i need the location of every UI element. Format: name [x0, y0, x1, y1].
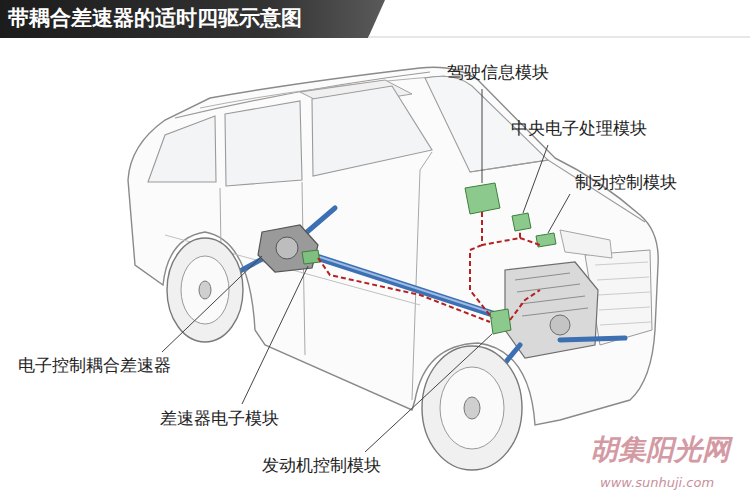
front-door-window	[312, 86, 432, 176]
part-label: 电子控制耦合差速器	[18, 355, 171, 375]
rear-door-window	[225, 101, 302, 186]
front-hub	[464, 397, 480, 419]
front-rim	[440, 367, 504, 449]
leader-line	[548, 194, 570, 233]
leader-line	[162, 256, 262, 352]
differential-module	[302, 250, 320, 264]
headlight	[560, 230, 612, 258]
can-wiring	[318, 258, 490, 322]
diagram-title: 带耦合差速器的适时四驱示意图	[8, 6, 302, 31]
leader-line	[365, 334, 492, 452]
part-label: 制动控制模块	[575, 172, 677, 192]
propeller-shaft	[295, 250, 505, 318]
central-module	[512, 213, 531, 231]
front-half-shaft	[560, 338, 625, 340]
coupling-differential	[258, 225, 318, 272]
rear-hub	[199, 281, 211, 299]
leader-line	[482, 89, 483, 183]
rear-quarter-window	[148, 116, 216, 182]
can-wiring	[470, 212, 540, 318]
title-banner	[0, 0, 385, 38]
propeller-shaft-highlight	[295, 249, 505, 317]
can-wiring	[510, 290, 540, 320]
part-label: 中央电子处理模块	[511, 118, 647, 138]
engine-detail	[515, 273, 588, 316]
watermark-url: www.sunhuji.com	[600, 475, 714, 491]
driver-info-module	[465, 183, 500, 214]
rear-wheel	[167, 238, 243, 342]
front-wheel	[422, 346, 522, 470]
watermark: 胡集阳光网	[590, 433, 730, 467]
car-body	[128, 67, 658, 425]
grille-bars	[595, 262, 651, 325]
engine-module	[490, 309, 511, 334]
differential-housing	[276, 237, 298, 259]
leader-line	[523, 145, 548, 213]
part-label: 差速器电子模块	[160, 408, 279, 428]
door-lines	[220, 152, 432, 400]
rear-rim	[181, 256, 229, 324]
banner-rule	[368, 37, 750, 38]
part-label: 发动机控制模块	[262, 455, 381, 475]
leader-line	[242, 266, 308, 404]
part-label: 驾驶信息模块	[447, 62, 549, 82]
engine-pulley	[550, 315, 570, 335]
